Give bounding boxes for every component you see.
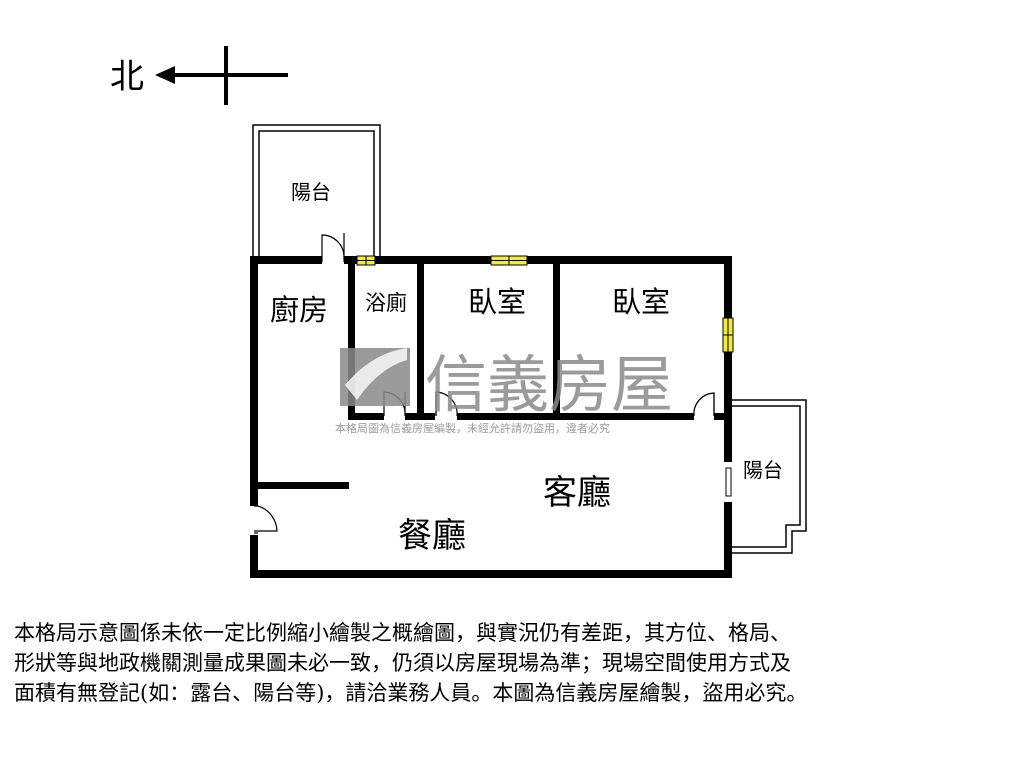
disclaimer: 本格局示意圖係未依一定比例縮小繪製之概繪圖，與實況仍有差距，其方位、格局、 形狀… bbox=[14, 618, 1014, 708]
north-arrow-icon bbox=[155, 46, 288, 105]
walls bbox=[250, 256, 732, 578]
north-label: 北 bbox=[110, 57, 144, 97]
room-label-balcony-top: 陽台 bbox=[291, 180, 331, 204]
watermark-notice: 本格局圖為信義房屋編製，未經允許請勿盜用，違者必究 bbox=[335, 421, 610, 435]
room-label-kitchen: 廚房 bbox=[270, 293, 328, 327]
room-label-balcony-right: 陽台 bbox=[743, 458, 783, 482]
room-label-living-room: 客廳 bbox=[543, 473, 611, 513]
balcony-right-outline bbox=[731, 399, 807, 554]
disclaimer-line: 面積有無登記(如：露台、陽台等)，請洽業務人員。本圖為信義房屋繪製，盜用必究。 bbox=[14, 681, 808, 705]
watermark-brand: 信義房屋 bbox=[425, 348, 673, 421]
brand-watermark-logo: 信義房屋 本格局圖為信義房屋編製，未經允許請勿盜用，違者必究 bbox=[335, 348, 673, 435]
disclaimer-line: 形狀等與地政機關測量成果圖未必一致，仍須以房屋現場為準；現場空間使用方式及 bbox=[14, 651, 791, 675]
room-label-bathroom: 浴廁 bbox=[365, 291, 407, 315]
windows bbox=[356, 255, 734, 497]
balcony-top-outline bbox=[252, 124, 381, 258]
room-label-dining-room: 餐廳 bbox=[398, 516, 466, 556]
room-label-bedroom-2: 臥室 bbox=[612, 285, 670, 319]
disclaimer-line: 本格局示意圖係未依一定比例縮小繪製之概繪圖，與實況仍有差距，其方位、格局、 bbox=[14, 621, 791, 645]
room-label-bedroom-1: 臥室 bbox=[468, 285, 526, 319]
